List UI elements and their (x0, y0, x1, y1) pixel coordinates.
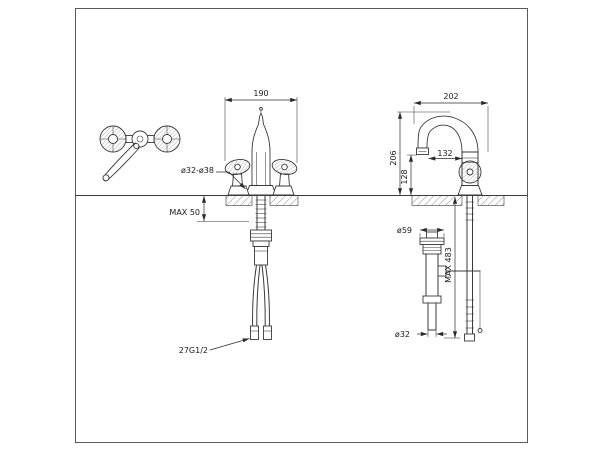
dim-inlet-thread: 27G1/2 (179, 346, 208, 355)
sheet-border (75, 8, 528, 443)
top-view (99, 125, 181, 182)
side-escutcheon (457, 185, 483, 196)
hose-connector-left (250, 325, 259, 340)
dim-spout-height: 206 (389, 150, 398, 165)
dim-deck-max: MAX 50 (169, 208, 200, 217)
dim-overall-max: MAX 483 (444, 247, 453, 283)
popup-plug (426, 231, 438, 239)
hose-connector-right (263, 325, 272, 340)
dim-mount-hole: ø32-ø38 (181, 166, 214, 175)
spout-escutcheon (245, 185, 277, 196)
dim-tailpipe: ø32 (395, 330, 410, 339)
side-view (416, 115, 483, 342)
dimensions: 190 202 ø32-ø38 MAX 50 206 128 132 ø59 M… (169, 89, 489, 355)
dim-side-depth: 202 (443, 92, 458, 101)
supply-hose-right (265, 264, 270, 327)
supply-hose-left (252, 264, 257, 327)
dim-front-width: 190 (253, 89, 268, 98)
mounting-nut (250, 229, 272, 242)
dim-reach: 132 (437, 149, 452, 158)
dim-drain-flange: ø59 (397, 226, 412, 235)
dim-outlet-height: 128 (400, 169, 409, 184)
popup-tee-nut (437, 265, 447, 277)
front-view (224, 106, 298, 340)
deck-section (75, 195, 528, 222)
